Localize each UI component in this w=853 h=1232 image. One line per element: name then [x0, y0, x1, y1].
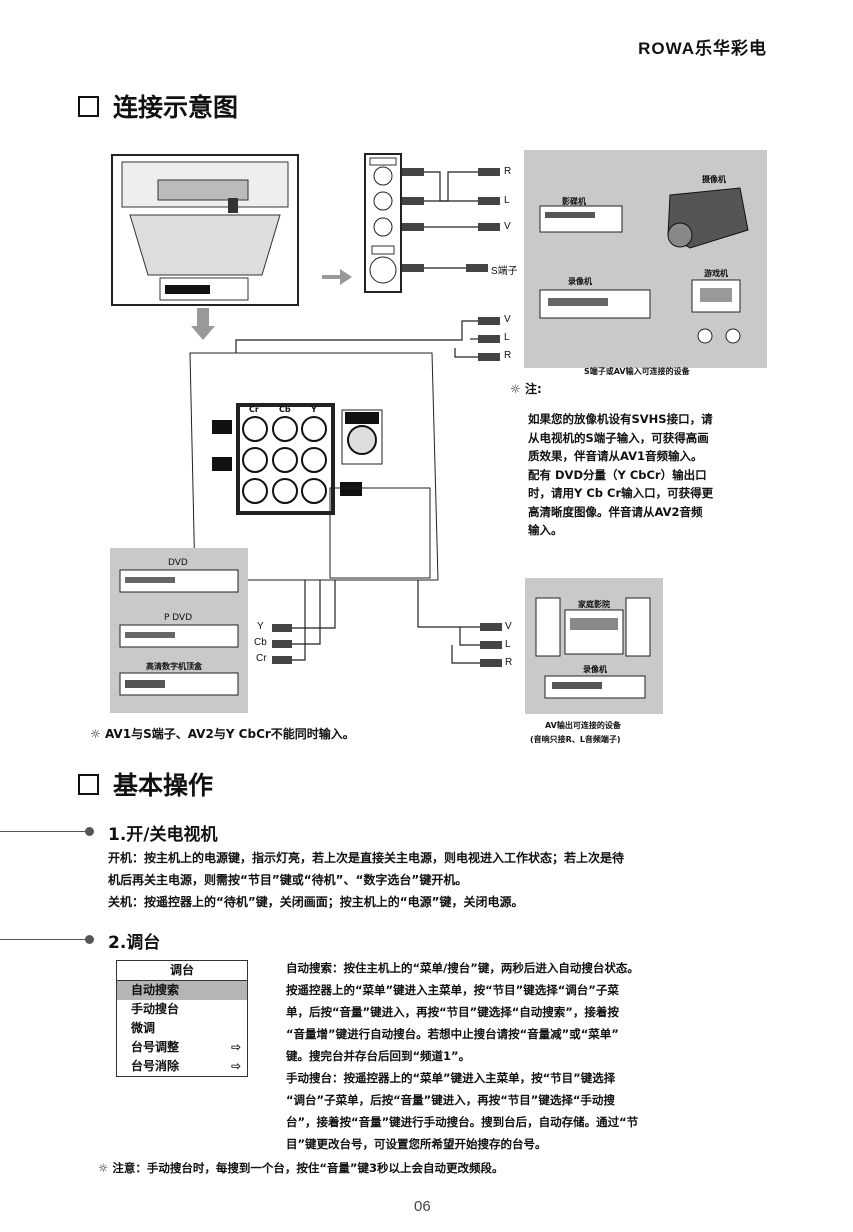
tuning-instructions: 自动搜索：按住主机上的“菜单/搜台”键，两秒后进入自动搜台状态。 按遥控器上的“… [286, 957, 786, 1155]
note-svhs-body: 如果您的放像机设有SVHS接口，请 从电视机的S端子输入，可获得高画 质效果，伴… [528, 410, 778, 540]
note-line: 高清晰度图像。伴音请从AV2音频 [528, 504, 703, 519]
tv-back-illustration [111, 154, 299, 306]
tuning-menu: 调台 自动搜索 手动搜台 微调 台号调整⇨ 台号消除⇨ [116, 960, 248, 1077]
jack-label-r: R [504, 166, 512, 177]
arrow-right-icon [322, 269, 352, 285]
paragraph: 自动搜索：按住主机上的“菜单/搜台”键，两秒后进入自动搜台状态。 [286, 961, 639, 975]
paragraph: 目”键更改台号，可设置您所希望开始搜存的台号。 [286, 1137, 547, 1151]
paragraph: 关机：按遥控器上的“待机”键，关闭画面；按主机上的“电源”键，关闭电源。 [108, 895, 524, 909]
source-devices-box [524, 150, 767, 368]
paragraph: 按遥控器上的“菜单”键进入主菜单，按“节目”键选择“调台”子菜 [286, 983, 619, 997]
caption-output-note: (音响只接R、L音频端子) [530, 735, 621, 744]
bullet-icon [85, 935, 94, 944]
menu-header: 调台 [117, 961, 247, 981]
caption-output-devices: AV输出可连接的设备 [545, 721, 621, 730]
section-title-connection: 连接示意图 [78, 88, 238, 124]
connection-diagram [110, 150, 767, 714]
jack-label-r2: R [504, 350, 512, 361]
menu-item-channel-delete[interactable]: 台号消除⇨ [117, 1057, 247, 1076]
jack-label-cb: Cb [254, 637, 267, 648]
paragraph: 单，后按“音量”键进入，再按“节目”键选择“自动搜索”，接着按 [286, 1005, 619, 1019]
note-input-conflict: ☼ AV1与S端子、AV2与Y CbCr不能同时输入。 [90, 725, 355, 742]
sun-icon: ☼ [510, 382, 521, 396]
note-line: 配有 DVD分量（Y CbCr）输出口 [528, 467, 707, 482]
device-label-game: 游戏机 [704, 269, 728, 278]
device-label-pdvd: P DVD [164, 613, 193, 623]
note-line: 如果您的放像机设有SVHS接口，请 [528, 412, 713, 426]
paragraph: 键。搜完台并存台后回到“频道1”。 [286, 1049, 471, 1063]
device-label-vcr: 录像机 [568, 277, 592, 286]
note-input-conflict-text: AV1与S端子、AV2与Y CbCr不能同时输入。 [104, 727, 355, 741]
menu-item-fine-tune[interactable]: 微调 [131, 1021, 156, 1035]
power-instructions: 开机：按主机上的电源键，指示灯亮，若上次是直接关主电源，则电视进入工作状态；若上… [108, 847, 788, 913]
menu-item-manual-search[interactable]: 手动搜台 [131, 1002, 180, 1016]
note-line: 质效果，伴音请从AV1音频输入。 [528, 449, 703, 463]
note-line: 输入。 [528, 523, 563, 537]
sub-title-tuning: 2.调台 [108, 933, 161, 953]
panel-label-y: Y [311, 405, 317, 414]
paragraph: 台”，接着按“音量”键进行手动搜台。搜到台后，自动存储。通过“节 [286, 1115, 639, 1129]
checkbox-square-icon [78, 95, 99, 117]
note-manual-search: ☼ 注意：手动搜台时，每搜到一个台，按住“音量”键3秒以上会自动更改频段。 [98, 1160, 503, 1176]
jack-label-r3: R [505, 657, 513, 668]
jack-label-l3: L [505, 639, 511, 650]
device-label-audio: 家庭影院 [578, 600, 610, 609]
device-label-stb: 高清数字机顶盒 [146, 662, 202, 671]
sun-icon: ☼ [98, 1161, 109, 1175]
menu-item-channel-adjust[interactable]: 台号调整⇨ [117, 1038, 247, 1057]
paragraph: 机后再关主电源，则需按“节目”键或“待机”、“数字选台”键开机。 [108, 873, 468, 887]
jack-label-v: V [504, 221, 511, 232]
paragraph: 开机：按主机上的电源键，指示灯亮，若上次是直接关主电源，则电视进入工作状态；若上… [108, 851, 625, 865]
menu-item-auto-search[interactable]: 自动搜索 [117, 981, 247, 1000]
jack-label-y: Y [257, 621, 264, 632]
paragraph: 手动搜台：按遥控器上的“菜单”键进入主菜单，按“节目”键选择 [286, 1071, 616, 1085]
paragraph: “调台”子菜单，后按“音量”键进入，再按“节目”键选择“手动搜 [286, 1093, 615, 1107]
jack-label-l2: L [504, 332, 510, 343]
section-title-text: 基本操作 [113, 771, 214, 800]
jack-label-s: S端子 [491, 266, 518, 277]
paragraph: “音量增”键进行自动搜台。若想中止搜台请按“音量减”或“菜单” [286, 1027, 619, 1041]
note-manual-search-text: 注意：手动搜台时，每搜到一个台，按住“音量”键3秒以上会自动更改频段。 [112, 1161, 504, 1175]
device-label-vcr2: 录像机 [583, 665, 607, 674]
note-svhs: ☼ 注: [510, 380, 542, 397]
jack-label-v3: V [505, 621, 512, 632]
sun-icon: ☼ [90, 727, 101, 741]
brand-logo: ROWA乐华彩电 [638, 39, 767, 58]
page-number: 06 [414, 1198, 431, 1215]
arrow-down-icon [191, 308, 215, 340]
device-label-dvd: DVD [168, 558, 188, 568]
jack-label-l: L [504, 195, 510, 206]
panel-label-cb: Cb [279, 405, 291, 414]
bullet-icon [85, 827, 94, 836]
section-title-operation: 基本操作 [78, 766, 213, 802]
divider [0, 831, 85, 832]
sub-title-power: 1.开/关电视机 [108, 825, 218, 845]
arrow-right-icon: ⇨ [230, 1040, 241, 1054]
panel-label-cr: Cr [249, 405, 259, 414]
device-label-camcorder: 摄像机 [702, 175, 726, 184]
note-label: 注: [524, 382, 542, 396]
jack-label-v2: V [504, 314, 511, 325]
section-title-text: 连接示意图 [113, 93, 239, 122]
device-label-vcd: 影碟机 [562, 197, 586, 206]
checkbox-square-icon [78, 773, 99, 795]
arrow-right-icon: ⇨ [230, 1059, 241, 1073]
note-line: 时，请用Y Cb Cr输入口，可获得更 [528, 486, 714, 500]
caption-source-devices: S端子或AV输入可连接的设备 [584, 367, 690, 376]
jack-label-cr: Cr [256, 653, 267, 664]
note-line: 从电视机的S端子输入，可获得高画 [528, 430, 709, 445]
divider [0, 939, 85, 940]
